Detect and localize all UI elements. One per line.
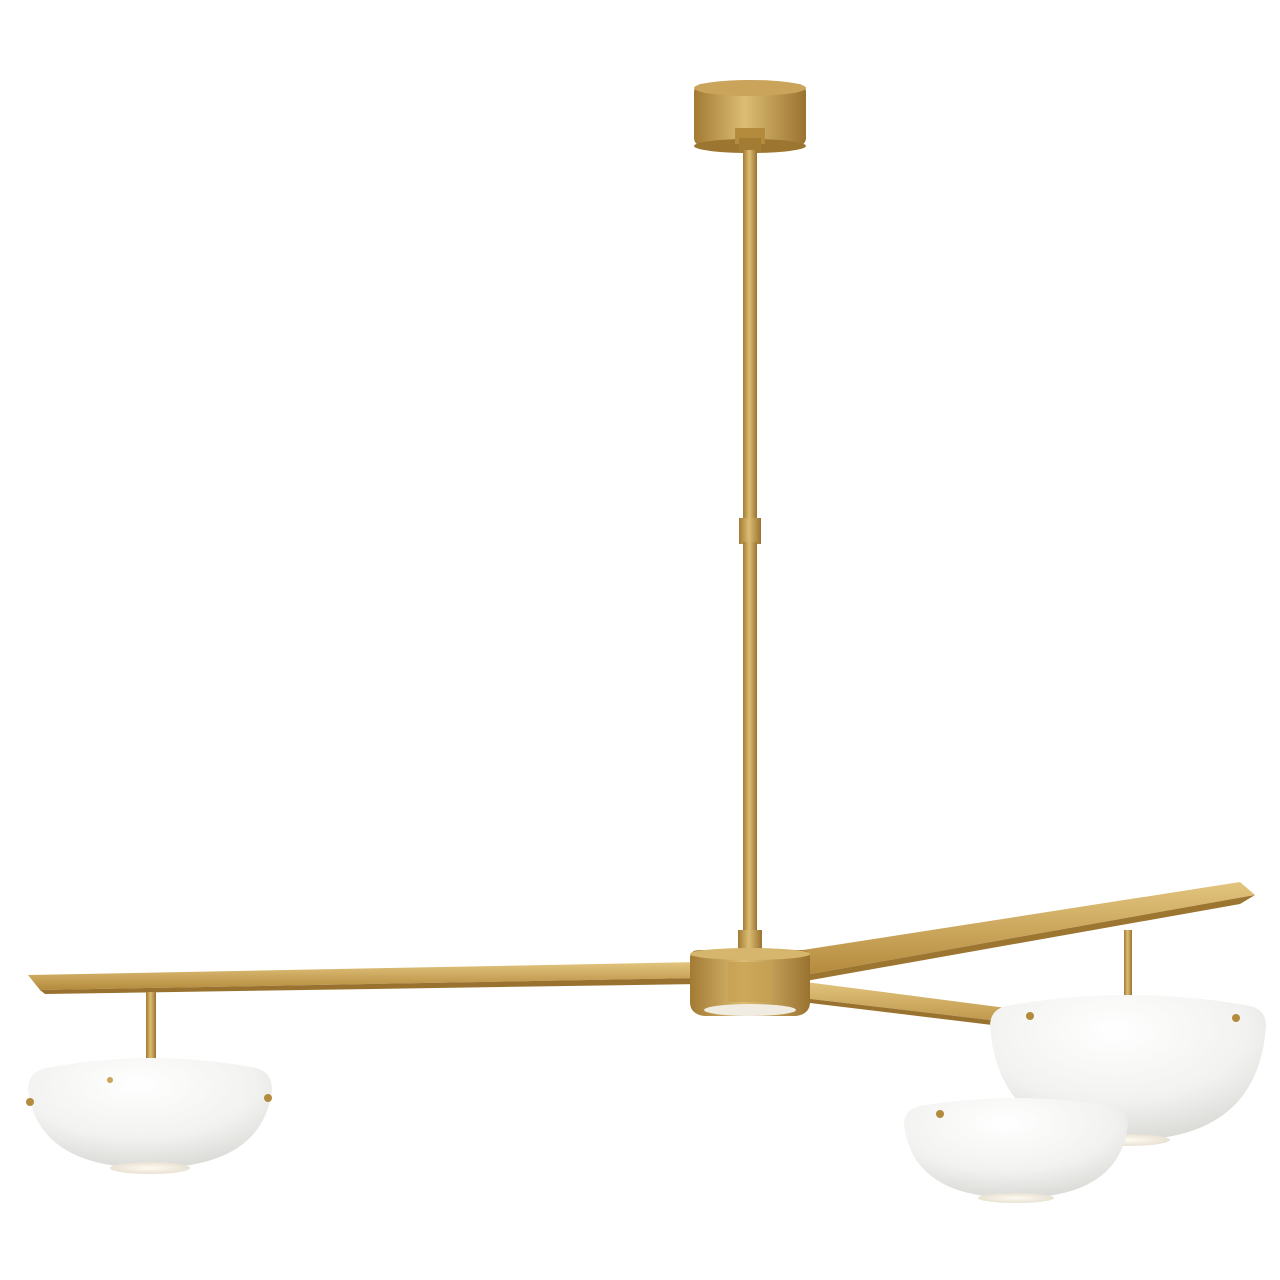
shade-right-lower — [904, 1098, 1128, 1203]
stem-right-back — [1124, 930, 1132, 1026]
arm-right-upper — [790, 882, 1255, 982]
stem-left — [146, 992, 156, 1060]
down-rod — [739, 138, 761, 937]
ceiling-canopy — [694, 80, 806, 153]
arm-left — [28, 962, 700, 994]
shade-left — [26, 1058, 272, 1174]
center-hub — [690, 930, 810, 1016]
